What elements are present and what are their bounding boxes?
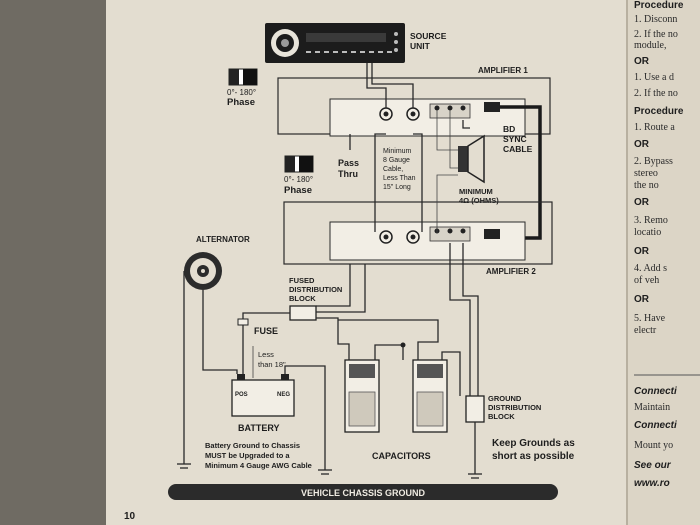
keep-grounds-line2: short as possible (492, 451, 575, 462)
amplifier-2 (283, 201, 553, 265)
amplifier-1-label: AMPLIFIER 1 (478, 66, 528, 75)
right-page-line: See our (634, 460, 672, 471)
right-page-line: 1. Route a (634, 122, 675, 133)
right-page-line: locatio (634, 227, 661, 238)
battery-pos: POS (235, 392, 248, 398)
alternator (184, 252, 222, 290)
right-page-line: 1. Use a d (634, 72, 674, 83)
phase-2-label: Phase (284, 185, 312, 196)
gauge-note-line1: Minimum (383, 148, 412, 155)
right-page-line: OR (634, 197, 650, 208)
right-page-text: Procedure 1. Disconn 2. If the no module, O… (634, 0, 700, 489)
phase-1-range: 0°- 180° (227, 88, 256, 97)
alternator-label: ALTERNATOR (196, 235, 250, 244)
capacitor-2 (412, 359, 448, 433)
wiring (177, 75, 482, 479)
battery-ground-note-line3: Minimum 4 Gauge AWG Cable (205, 461, 312, 470)
right-page-line: Procedure (634, 106, 684, 117)
right-page-line: OR (634, 139, 650, 150)
right-page-line: 5. Have (634, 313, 666, 324)
source-unit-label-line1: SOURCE (410, 31, 447, 41)
right-page-line: OR (634, 56, 650, 67)
bd-sync-line2: SYNC (503, 134, 527, 144)
chassis-ground-label: VEHICLE CHASSIS GROUND (301, 488, 426, 498)
right-page-line: Maintain (634, 402, 670, 413)
less-than-line1: Less (258, 350, 274, 359)
right-page-line: 1. Disconn (634, 14, 677, 25)
ground-block-line3: BLOCK (488, 412, 515, 421)
speaker (458, 134, 485, 184)
fuse-label: FUSE (254, 326, 278, 336)
page-number: 10 (124, 511, 136, 522)
pass-thru-line1: Pass (338, 158, 359, 168)
ground-block-line1: GROUND (488, 394, 522, 403)
phase-switch-2[interactable] (284, 155, 314, 173)
right-page-line: 2. Bypass (634, 156, 673, 167)
right-page-line: OR (634, 246, 650, 257)
vehicle-chassis-ground: VEHICLE CHASSIS GROUND (168, 484, 558, 500)
battery-ground-note-line2: MUST be Upgraded to a (205, 451, 290, 460)
right-page-line: 3. Remo (634, 215, 668, 226)
gauge-note-line5: 15" Long (383, 184, 411, 191)
right-page-line: stereo (634, 168, 658, 179)
right-page-line: Connecti (634, 420, 677, 431)
right-page-line: of veh (634, 275, 659, 286)
right-page-line: electr (634, 325, 657, 336)
battery-ground-note-line1: Battery Ground to Chassis (205, 441, 300, 450)
keep-grounds-line1: Keep Grounds as (492, 438, 575, 449)
fuse (237, 318, 249, 326)
fused-block-line3: BLOCK (289, 294, 316, 303)
source-unit-label-line2: UNIT (410, 41, 431, 51)
bd-sync-line3: CABLE (503, 144, 533, 154)
min-ohms-line1: MINIMUM (459, 187, 493, 196)
pass-thru-line2: Thru (338, 169, 358, 179)
ground-distribution-block (465, 395, 485, 423)
gauge-note-line3: Cable, (383, 166, 403, 173)
phase-switch-1[interactable] (228, 68, 258, 86)
right-page-line: Procedure (634, 0, 684, 11)
min-ohms-line2: 4Ω (OHMS) (459, 196, 499, 205)
fused-block-line2: DISTRIBUTION (289, 285, 342, 294)
right-page (626, 0, 700, 525)
battery-label: BATTERY (238, 423, 280, 433)
right-page-line: 2. If the no (634, 29, 678, 40)
right-page-line: Connecti (634, 386, 677, 397)
right-page-line: Mount yo (634, 440, 673, 451)
gauge-note-line2: 8 Gauge (383, 157, 410, 164)
right-page-line: 4. Add s (634, 263, 667, 274)
ground-block-line2: DISTRIBUTION (488, 403, 541, 412)
phase-2-range: 0°- 180° (284, 175, 313, 184)
less-than-line2: than 18" (258, 360, 286, 369)
amplifier-2-label: AMPLIFIER 2 (486, 267, 536, 276)
battery (231, 374, 295, 417)
right-page-line: module, (634, 40, 667, 51)
phase-1-label: Phase (227, 97, 255, 108)
source-unit (265, 23, 405, 63)
right-page-line: the no (634, 180, 659, 191)
capacitor-1 (344, 359, 380, 433)
capacitors-label: CAPACITORS (372, 451, 431, 461)
right-page-line: OR (634, 294, 650, 305)
right-page-line: 2. If the no (634, 88, 678, 99)
fused-distribution-block (289, 305, 317, 321)
bd-sync-line1: BD (503, 124, 515, 134)
battery-neg: NEG (277, 392, 290, 398)
fused-block-line1: FUSED (289, 276, 315, 285)
right-page-line: www.ro (634, 478, 670, 489)
gauge-note-line4: Less Than (383, 175, 416, 182)
